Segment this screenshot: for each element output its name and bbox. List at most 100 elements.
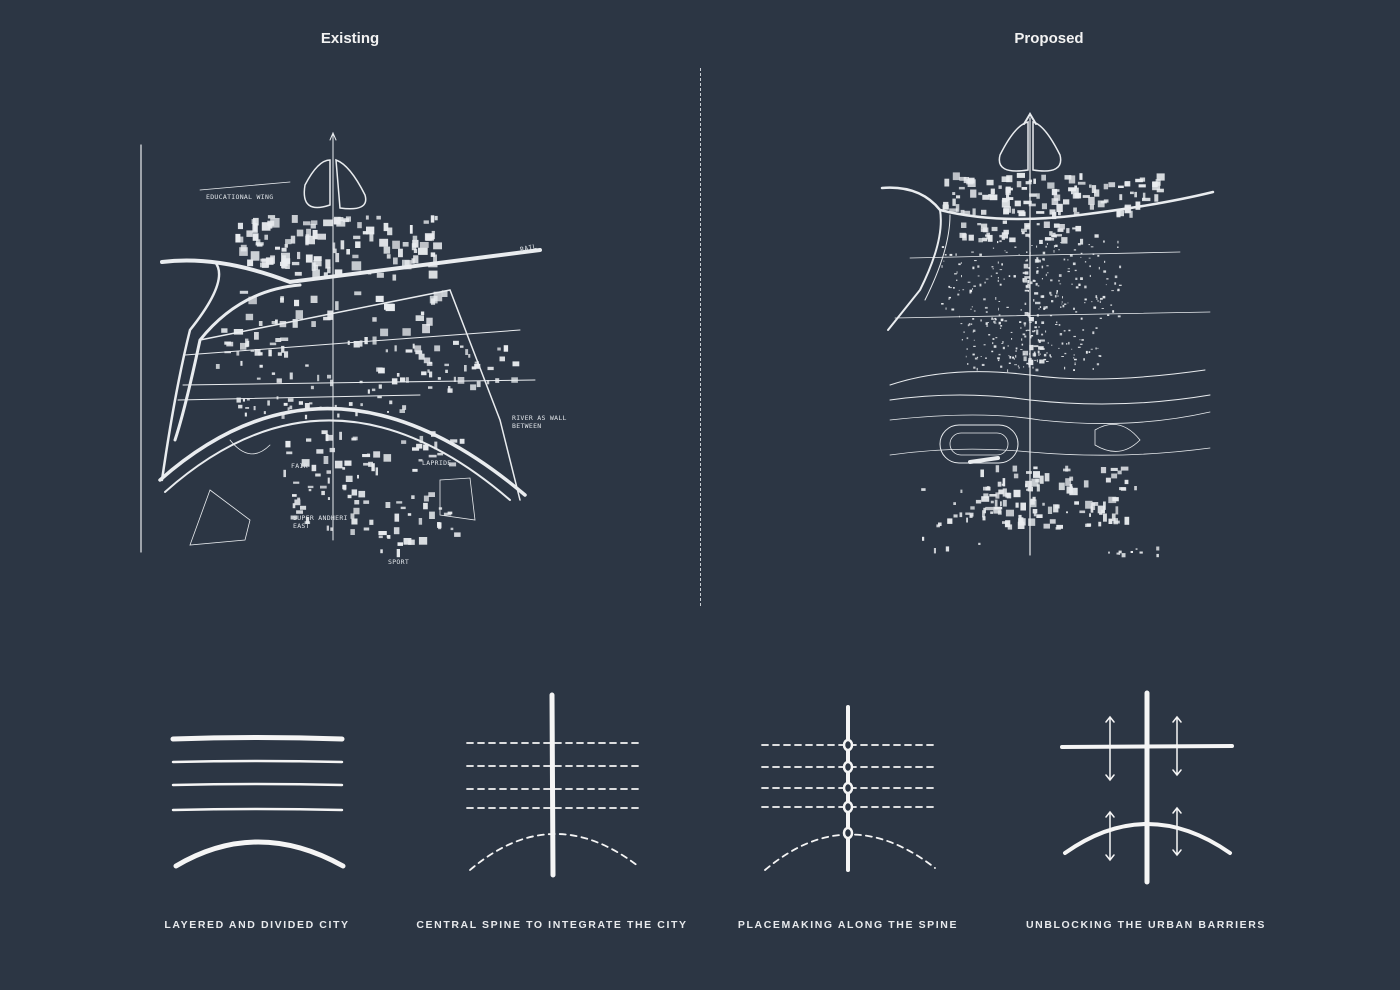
building-block xyxy=(1135,178,1143,183)
building-block xyxy=(1023,263,1029,269)
building-block xyxy=(355,241,361,248)
building-block xyxy=(1078,283,1081,286)
building-block xyxy=(1074,362,1076,365)
building-block xyxy=(317,374,320,382)
building-block xyxy=(1080,252,1083,255)
building-block xyxy=(326,525,329,531)
building-block xyxy=(235,233,241,243)
building-block xyxy=(933,548,936,554)
building-block xyxy=(1074,185,1077,189)
building-block xyxy=(1089,274,1091,277)
building-block xyxy=(426,362,433,366)
building-block xyxy=(296,229,304,237)
building-block xyxy=(1036,329,1039,335)
building-block xyxy=(1026,488,1029,491)
building-block xyxy=(396,501,403,504)
building-block xyxy=(1112,310,1115,313)
building-block xyxy=(1032,279,1035,282)
building-block xyxy=(953,287,955,289)
building-block xyxy=(250,251,260,261)
building-block xyxy=(1002,346,1005,350)
building-block xyxy=(256,377,261,380)
building-block xyxy=(1014,364,1017,366)
building-block xyxy=(1075,225,1082,232)
building-block xyxy=(430,252,436,257)
building-block xyxy=(402,328,411,336)
building-block xyxy=(378,531,387,536)
building-block xyxy=(224,351,231,354)
building-block xyxy=(414,345,422,352)
building-block xyxy=(434,215,438,221)
building-block xyxy=(1119,265,1122,269)
building-block xyxy=(434,345,441,352)
building-block xyxy=(384,303,394,310)
building-block xyxy=(1102,295,1106,299)
building-block xyxy=(1069,254,1073,257)
building-block xyxy=(997,510,1002,515)
building-block xyxy=(306,228,311,238)
building-block xyxy=(400,506,406,510)
building-block xyxy=(311,220,318,225)
building-block xyxy=(983,507,986,514)
building-block xyxy=(985,506,994,511)
building-block xyxy=(418,247,428,255)
building-block xyxy=(297,497,301,500)
building-block xyxy=(980,356,982,357)
building-block xyxy=(1056,524,1063,529)
building-block xyxy=(1020,309,1022,311)
building-block xyxy=(376,272,384,278)
building-block xyxy=(1124,204,1132,213)
building-block xyxy=(327,310,334,320)
building-block xyxy=(1017,365,1020,367)
building-block xyxy=(1099,317,1102,319)
building-block xyxy=(1120,487,1127,491)
building-block xyxy=(385,349,388,353)
building-block xyxy=(1012,356,1014,359)
concept-central-spine-diagram xyxy=(466,692,641,878)
building-block xyxy=(253,223,257,231)
building-block xyxy=(429,295,438,304)
building-block xyxy=(1086,523,1092,527)
building-block xyxy=(1066,511,1068,514)
building-block xyxy=(1029,344,1034,351)
building-block xyxy=(470,384,477,391)
building-block xyxy=(922,536,925,541)
building-block xyxy=(1077,181,1086,185)
building-block xyxy=(1037,350,1040,354)
building-block xyxy=(1130,551,1133,553)
building-block xyxy=(1061,356,1064,357)
building-block xyxy=(1108,182,1116,188)
building-block xyxy=(1029,352,1030,355)
building-block xyxy=(333,248,337,254)
building-block xyxy=(1066,343,1068,345)
building-block xyxy=(378,535,383,539)
building-block xyxy=(1059,283,1062,285)
building-block xyxy=(1092,502,1099,506)
building-block xyxy=(1050,356,1052,358)
building-block xyxy=(1045,306,1048,309)
building-block xyxy=(301,459,310,467)
building-block xyxy=(972,331,974,333)
building-block xyxy=(971,251,974,253)
building-block xyxy=(1009,237,1016,243)
building-block xyxy=(1156,173,1165,181)
building-block xyxy=(1104,260,1106,263)
building-block xyxy=(962,289,965,291)
building-block xyxy=(965,355,967,358)
building-block xyxy=(350,513,355,519)
building-block xyxy=(1097,505,1105,514)
building-block xyxy=(245,407,250,409)
building-block xyxy=(992,342,994,345)
building-block xyxy=(291,261,300,266)
building-block xyxy=(949,253,953,256)
building-block xyxy=(1084,302,1086,304)
building-block xyxy=(317,233,326,240)
building-block xyxy=(344,460,352,466)
building-block xyxy=(953,502,956,505)
building-block xyxy=(1045,245,1047,248)
building-block xyxy=(285,440,291,448)
building-block xyxy=(305,516,310,524)
building-block xyxy=(997,359,1000,362)
building-block xyxy=(253,217,259,226)
building-block xyxy=(256,239,261,245)
